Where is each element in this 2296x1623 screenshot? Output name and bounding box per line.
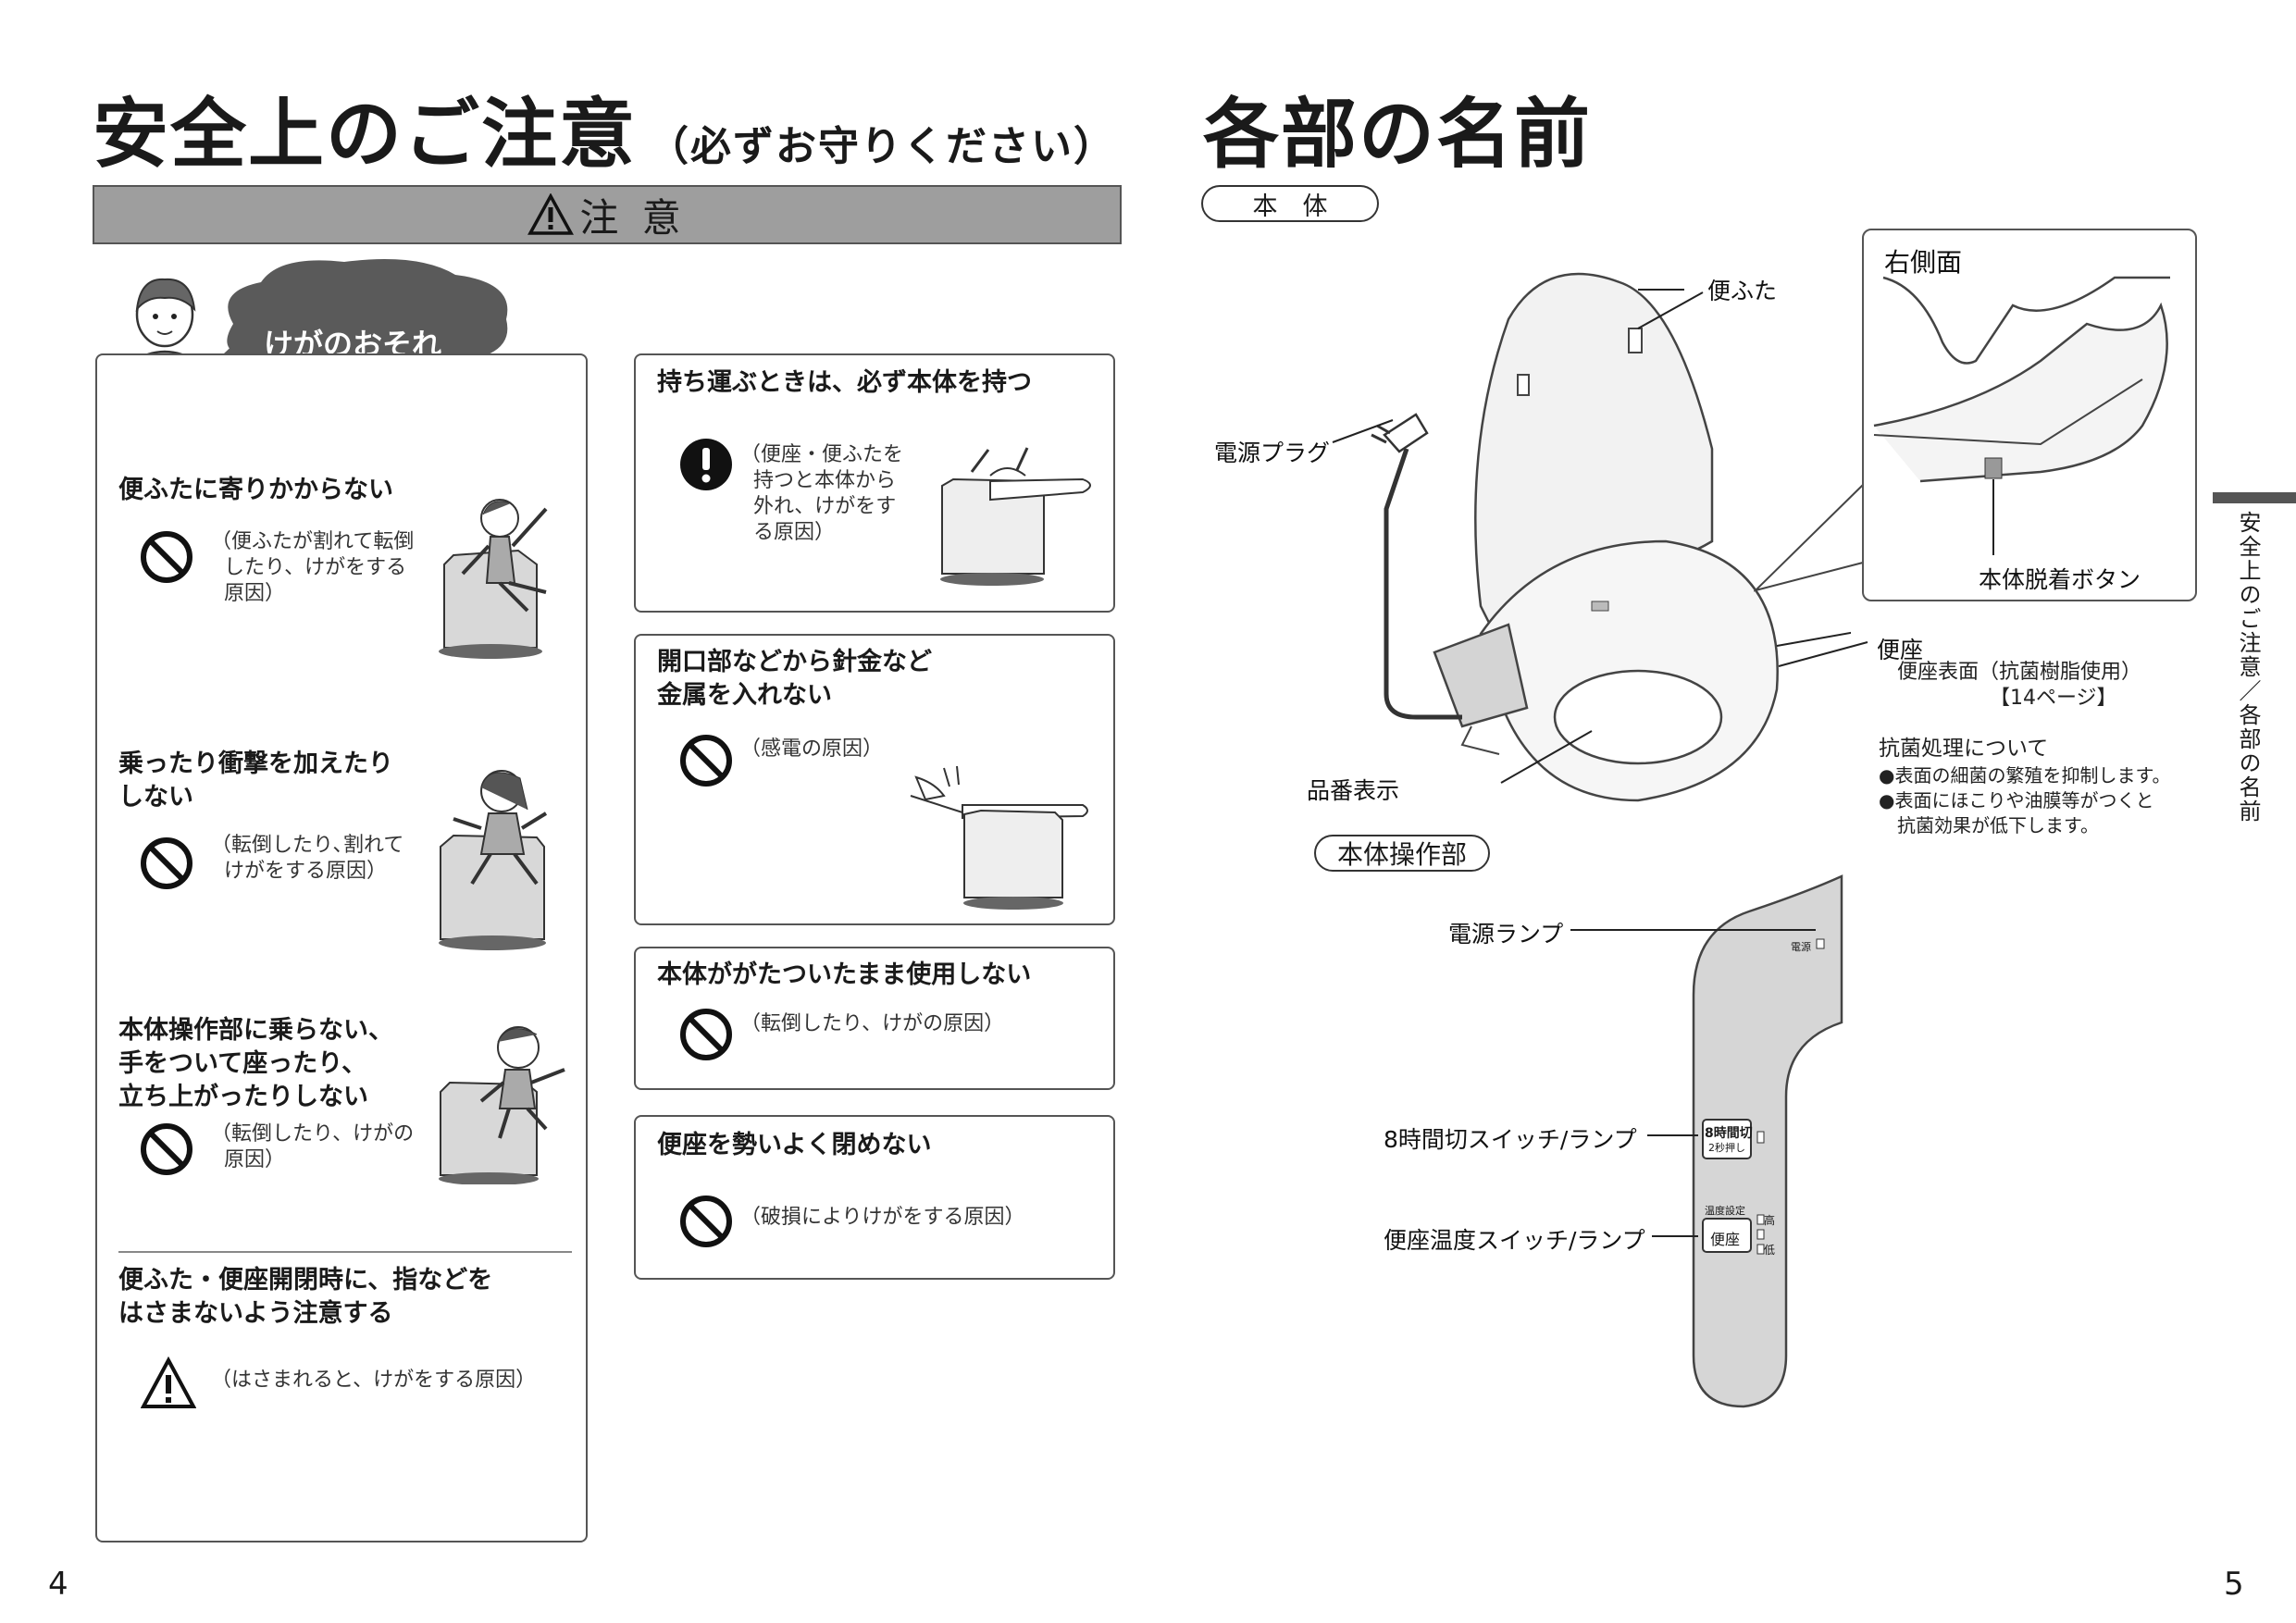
child-leaning-on-lid-illustration	[439, 499, 548, 659]
panel-timer-text: 8時間切	[1705, 1126, 1753, 1141]
label-seat: 便座	[1877, 637, 1924, 663]
panel-power-text: 電源	[1791, 941, 1811, 953]
leader-line-seat-label	[1778, 641, 1868, 667]
col1-item3-heading: 本体操作部に乗らない、手をついて座ったり、立ち上がったりしない	[118, 1016, 393, 1111]
prohibition-icon	[680, 1196, 732, 1247]
col1-item1-heading: 便ふたに寄りかからない	[118, 476, 393, 504]
prohibition-icon	[680, 735, 732, 787]
col2-item1-heading: 持ち運ぶときは、必ず本体を持つ	[657, 368, 1032, 397]
label-model-number: 品番表示	[1307, 777, 1400, 804]
caution-label: 注 意	[579, 194, 687, 241]
callout-pointer	[1754, 484, 1864, 592]
col2-item2-note: （感電の原因）	[740, 737, 884, 761]
label-power-plug: 電源プラグ	[1214, 440, 1331, 466]
title-subtext: （必ずお守りください）	[648, 123, 1117, 170]
warning-triangle-icon	[527, 193, 575, 235]
divider	[118, 1251, 572, 1253]
leader-line	[1570, 929, 1816, 931]
wobble-caution-box	[634, 947, 1115, 1090]
label-detach-button: 本体脱着ボタン	[1979, 566, 2141, 593]
leader-lines	[1332, 289, 1851, 784]
col2-item4-heading: 便座を勢いよく閉めない	[657, 1131, 932, 1159]
label-lid: 便ふた	[1707, 278, 1778, 304]
prohibition-icon	[680, 1009, 732, 1060]
caution-header: 注 意	[93, 185, 1122, 244]
panel-timer-subtext: 2秒押し	[1708, 1142, 1745, 1154]
prohibition-icon	[141, 1123, 192, 1175]
col2-item4-note: （破損によりけがをする原因）	[740, 1206, 1025, 1229]
toilet-seat-illustration	[1433, 272, 1779, 802]
panel-seat-text: 便座	[1710, 1231, 1741, 1248]
section-body-label: 本 体	[1201, 185, 1379, 222]
mandatory-exclamation-icon	[680, 439, 732, 490]
carrying-unit-illustration	[940, 447, 1091, 586]
label-seat-temp-switch: 便座温度スイッチ/ランプ	[1384, 1227, 1645, 1254]
page-title-safety: 安全上のご注意（必ずお守りください）	[93, 72, 1116, 182]
child-on-control-panel-illustration	[439, 1026, 565, 1184]
child-sitting-on-toilet-illustration	[439, 770, 548, 950]
leader-line	[1652, 1235, 1698, 1237]
col1-item2-note: （転倒したり､割れてけがをする原因）	[211, 834, 404, 883]
antibac-note-2: ●表面にほこりや油膜等がつくと	[1879, 789, 2154, 812]
col2-item1-note: （便座・便ふたを持つと本体から外れ、けがをする原因）	[740, 443, 904, 544]
label-seat-surface: 便座表面（抗菌樹脂使用）	[1897, 661, 2142, 684]
title-text: 安全上のご注意	[93, 91, 638, 179]
page-reference: 【14ページ】	[1990, 687, 2117, 710]
antibac-note-1: ●表面の細菌の繁殖を抑制します。	[1879, 764, 2171, 787]
label-power-lamp: 電源ランプ	[1448, 921, 1564, 948]
col1-item2-heading: 乗ったり衝撃を加えたりしない	[118, 750, 393, 812]
panel-low-text: 低	[1764, 1244, 1776, 1257]
antibac-note-3: 抗菌効果が低下します。	[1897, 814, 2099, 836]
col1-item4-heading: 便ふた・便座開閉時に、指などをはさまないよう注意する	[118, 1266, 493, 1328]
col2-item3-heading: 本体ががたついたまま使用しない	[657, 960, 1032, 989]
control-panel-illustration	[1692, 874, 1843, 1408]
prohibition-icon	[141, 837, 192, 889]
col1-item4-note: （はさまれると、けがをする原因）	[211, 1369, 537, 1392]
antibac-title: 抗菌処理について	[1879, 737, 2049, 761]
side-tab-marker	[2213, 492, 2296, 503]
label-timer-switch: 8時間切スイッチ/ランプ	[1384, 1126, 1637, 1153]
prohibition-icon	[141, 531, 192, 583]
power-plug-icon	[1371, 413, 1462, 720]
col1-item3-note: （転倒したり、けがの原因）	[211, 1122, 415, 1171]
col1-item1-note: （便ふたが割れて転倒したり、けがをする原因）	[211, 530, 415, 605]
leader-line	[1647, 1134, 1698, 1136]
col2-item2-heading: 開口部などから針金など金属を入れない	[657, 648, 932, 710]
page-number-left: 4	[48, 1566, 68, 1603]
page-number-right: 5	[2224, 1566, 2244, 1603]
col2-item3-note: （転倒したり、けがの原因）	[740, 1012, 1005, 1035]
label-right-side: 右側面	[1884, 247, 1963, 278]
inserting-wire-illustration	[910, 765, 1088, 910]
section-control-panel-label: 本体操作部	[1314, 835, 1490, 872]
side-tab-text: 安全上のご注意／各部の名前	[2235, 511, 2261, 824]
right-side-view-illustration	[1873, 276, 2170, 555]
warning-triangle-icon	[141, 1357, 196, 1408]
panel-high-text: 高	[1764, 1214, 1776, 1227]
panel-temp-setting-text: 温度設定	[1705, 1205, 1745, 1217]
page-title-parts: 各部の名前	[1203, 91, 1593, 179]
